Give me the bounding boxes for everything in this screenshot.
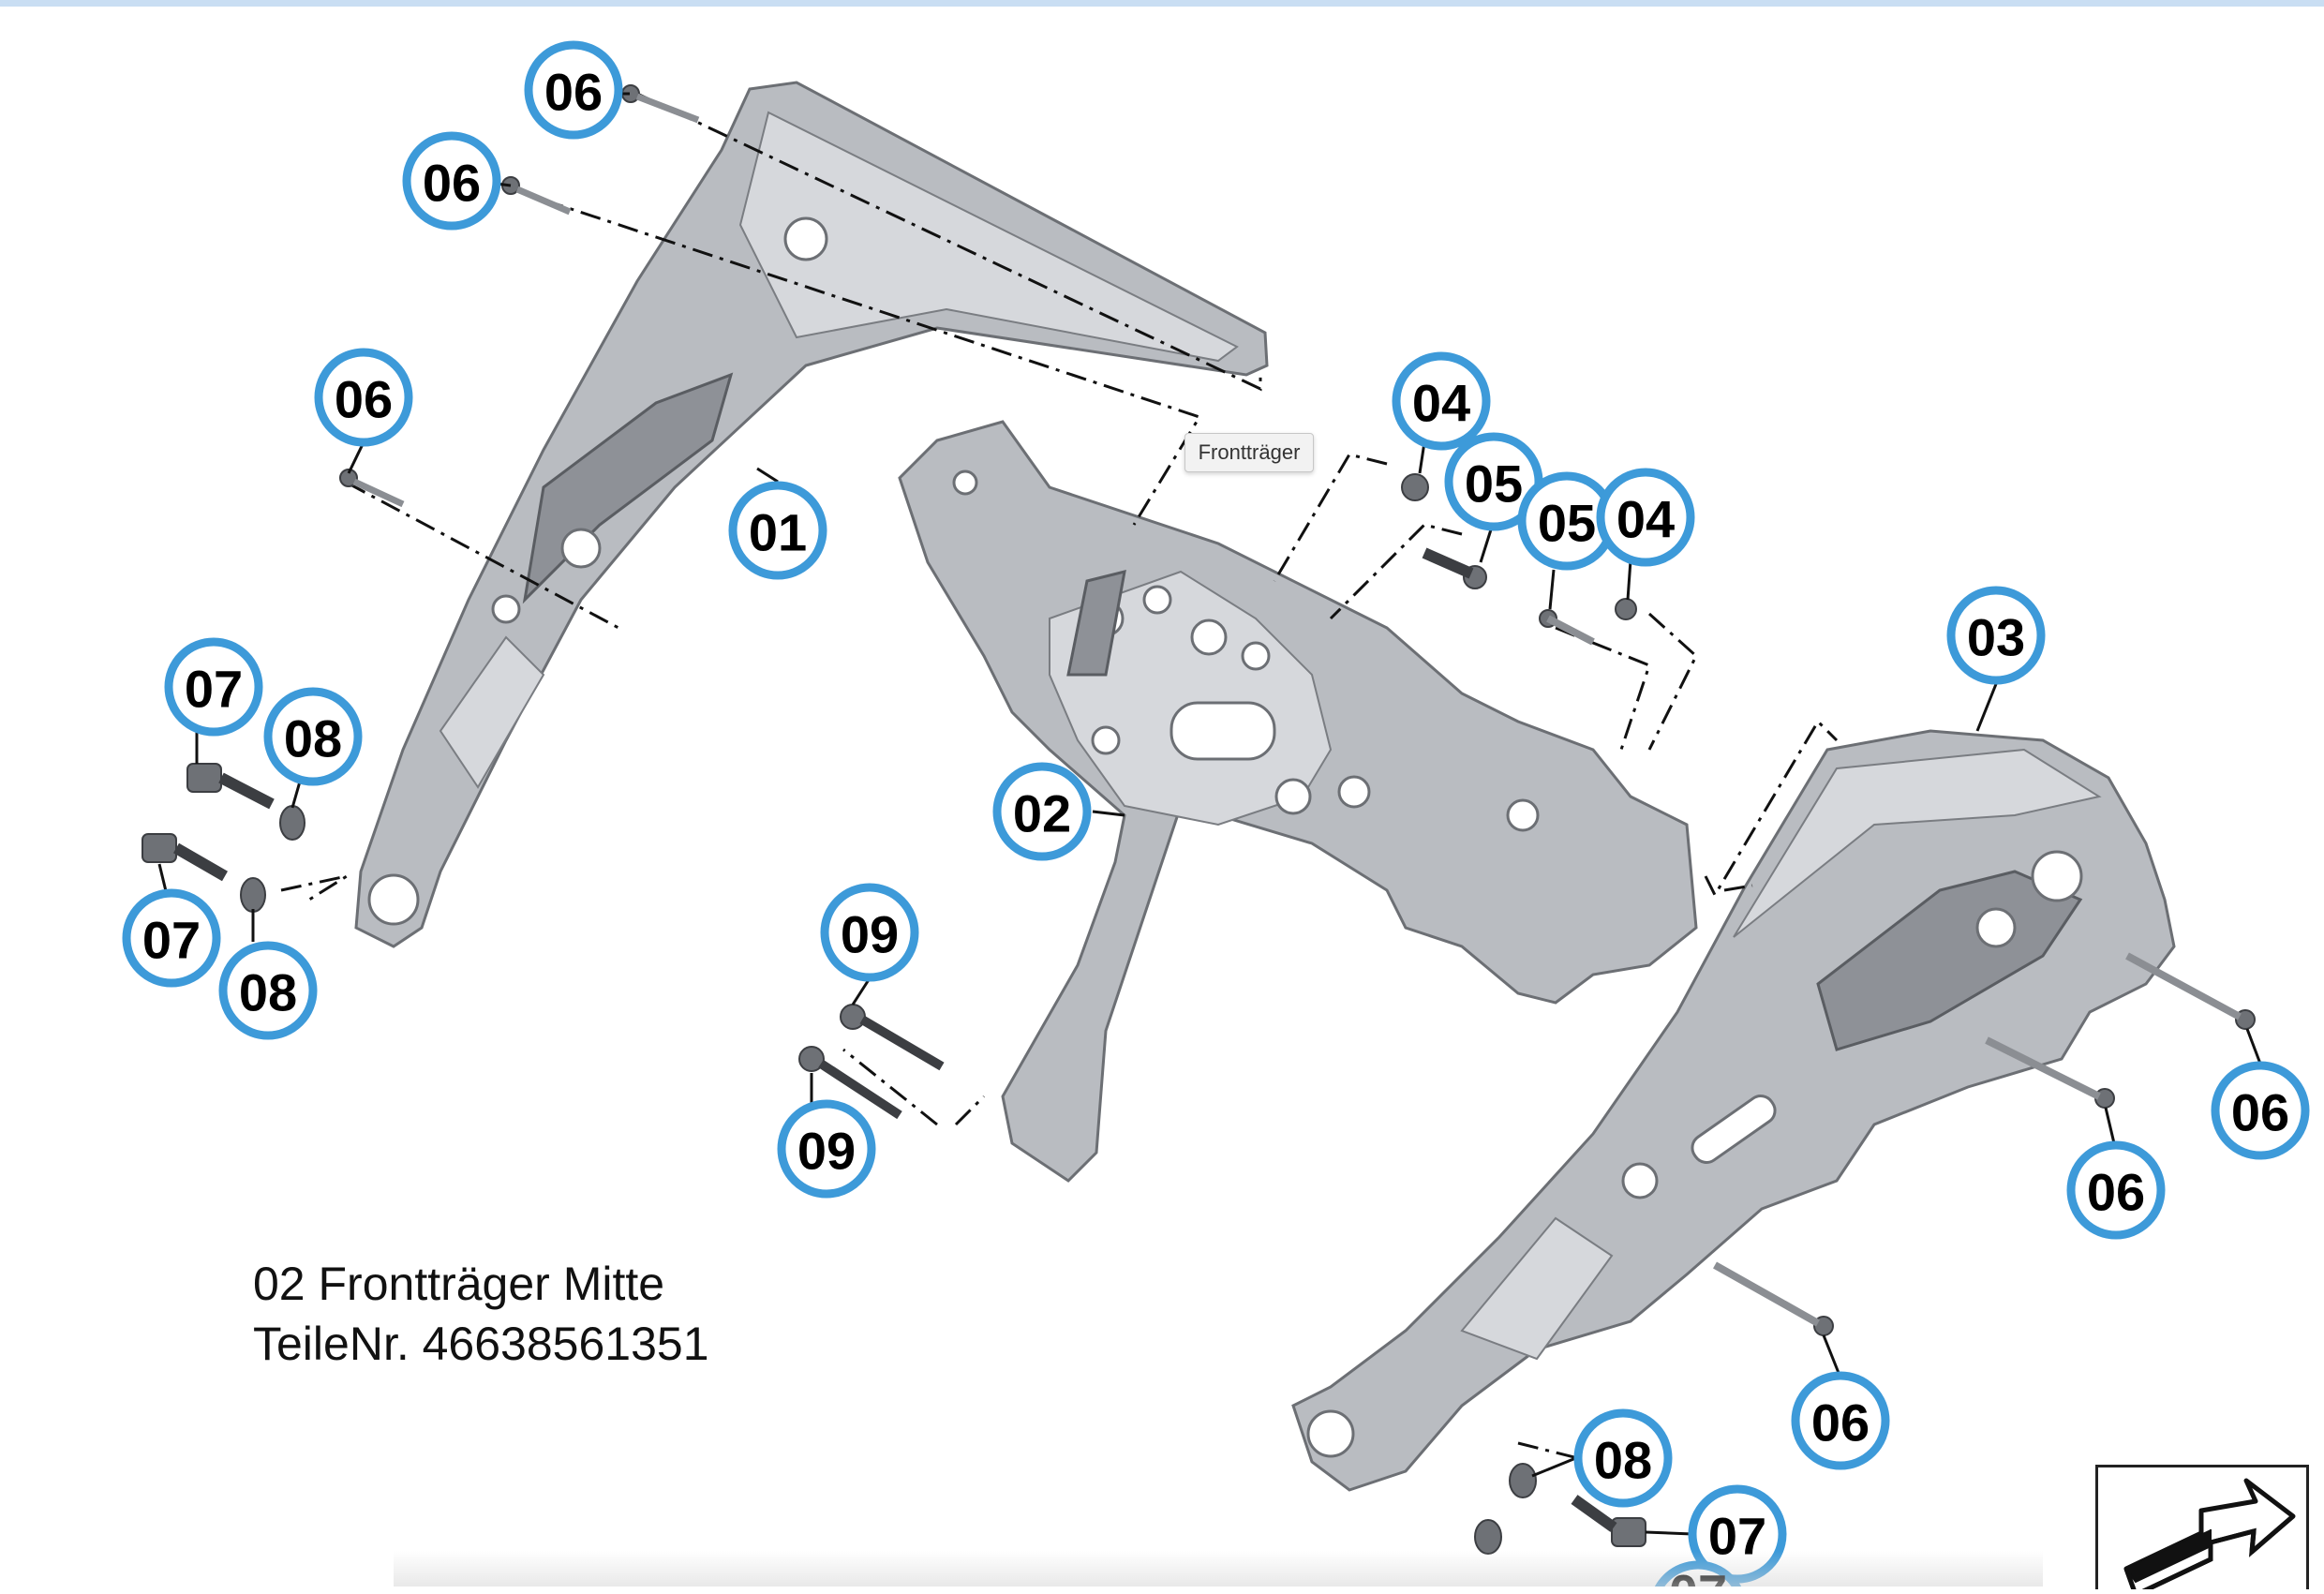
- callout-06-a[interactable]: 06: [524, 40, 623, 140]
- callout-06-e-label: 06: [2087, 1163, 2145, 1222]
- callout-06-b[interactable]: 06: [402, 131, 501, 231]
- bolt-09-a: [840, 1004, 945, 1071]
- bolt-06-f: [1713, 1261, 1834, 1336]
- washer-08-c: [1509, 1463, 1537, 1498]
- callout-06-c[interactable]: 06: [314, 348, 413, 447]
- callout-03-label: 03: [1967, 608, 2025, 667]
- hover-tooltip: Frontträger: [1184, 433, 1314, 472]
- callout-06-b-label: 06: [423, 154, 481, 213]
- callout-05-a[interactable]: 05: [1444, 432, 1543, 531]
- bolt-04-a: [1401, 473, 1429, 501]
- callout-08-a-label: 08: [284, 709, 342, 768]
- forward-arrow-button[interactable]: [2095, 1465, 2309, 1594]
- assembly-lines: [280, 92, 1839, 1464]
- callout-09-b-label: 09: [797, 1122, 856, 1181]
- callout-leaders: [157, 92, 2262, 1536]
- callout-02-label: 02: [1013, 784, 1071, 843]
- bolt-06-a: [621, 84, 700, 124]
- callout-08-c-label: 08: [1594, 1431, 1652, 1490]
- callout-01-label: 01: [749, 503, 807, 562]
- bolt-07-b: [142, 833, 228, 882]
- callout-09-a-label: 09: [841, 905, 899, 964]
- callout-05-b-label: 05: [1538, 494, 1596, 553]
- callout-03[interactable]: 03: [1946, 586, 2046, 685]
- bolts-and-washers: [142, 84, 2256, 1555]
- bolt-09-b: [798, 1046, 902, 1120]
- callout-04-a-label: 04: [1412, 374, 1470, 433]
- callout-08-b-label: 08: [239, 963, 297, 1022]
- callout-07-a[interactable]: 07: [164, 637, 263, 737]
- part-01-left-bracket[interactable]: [354, 81, 1269, 948]
- bolt-06-e: [1985, 1036, 2115, 1109]
- washer-08-b: [240, 877, 266, 913]
- callout-06-e[interactable]: 06: [2066, 1140, 2166, 1240]
- callout-06-a-label: 06: [544, 63, 603, 122]
- caption-part-number: TeileNr. 46638561351: [253, 1318, 709, 1370]
- callout-07-b-label: 07: [142, 911, 201, 970]
- washer-08-d: [1474, 1519, 1502, 1555]
- part-03-right-bracket[interactable]: [1291, 729, 2176, 1492]
- bolt-06-b: [501, 176, 572, 216]
- callout-09-a[interactable]: 09: [820, 883, 919, 982]
- callout-06-f-label: 06: [1811, 1393, 1870, 1452]
- washer-08-a: [279, 805, 305, 841]
- callout-06-c-label: 06: [335, 370, 393, 429]
- bolt-04-b: [1615, 598, 1637, 620]
- callout-06-d-label: 06: [2231, 1083, 2289, 1142]
- callout-05-a-label: 05: [1465, 454, 1523, 514]
- callout-09-b[interactable]: 09: [777, 1099, 876, 1199]
- caption-part-name: 02 Frontträger Mitte: [253, 1258, 665, 1310]
- bolt-06-c: [339, 469, 405, 508]
- callout-02[interactable]: 02: [992, 762, 1092, 861]
- callout-07-b[interactable]: 07: [122, 888, 221, 988]
- callout-06-f[interactable]: 06: [1791, 1371, 1890, 1470]
- top-border: [0, 0, 2324, 7]
- part-caption: 02 Frontträger Mitte TeileNr. 4663856135…: [253, 1254, 709, 1374]
- callout-01[interactable]: 01: [728, 481, 827, 580]
- bolt-07-c: [1571, 1495, 1646, 1547]
- callout-08-b[interactable]: 08: [218, 941, 318, 1040]
- bolt-05-b: [1539, 609, 1595, 646]
- callout-08-a[interactable]: 08: [263, 687, 363, 786]
- bottom-shadow: [394, 1551, 2043, 1587]
- callout-07-a-label: 07: [185, 660, 243, 719]
- callout-04-b-label: 04: [1616, 490, 1675, 549]
- bolt-05-a: [1422, 547, 1487, 589]
- callout-04-b[interactable]: 04: [1596, 468, 1695, 567]
- bolt-06-d: [2125, 952, 2256, 1030]
- callout-08-c[interactable]: 08: [1573, 1408, 1673, 1508]
- callout-05-b[interactable]: 05: [1517, 471, 1616, 571]
- callout-04-a[interactable]: 04: [1392, 351, 1491, 451]
- bolt-07-a: [186, 763, 275, 810]
- forward-arrow-icon: [2123, 1478, 2296, 1594]
- part-02-center-bracket[interactable]: [898, 420, 1698, 1183]
- callout-06-d[interactable]: 06: [2211, 1061, 2310, 1160]
